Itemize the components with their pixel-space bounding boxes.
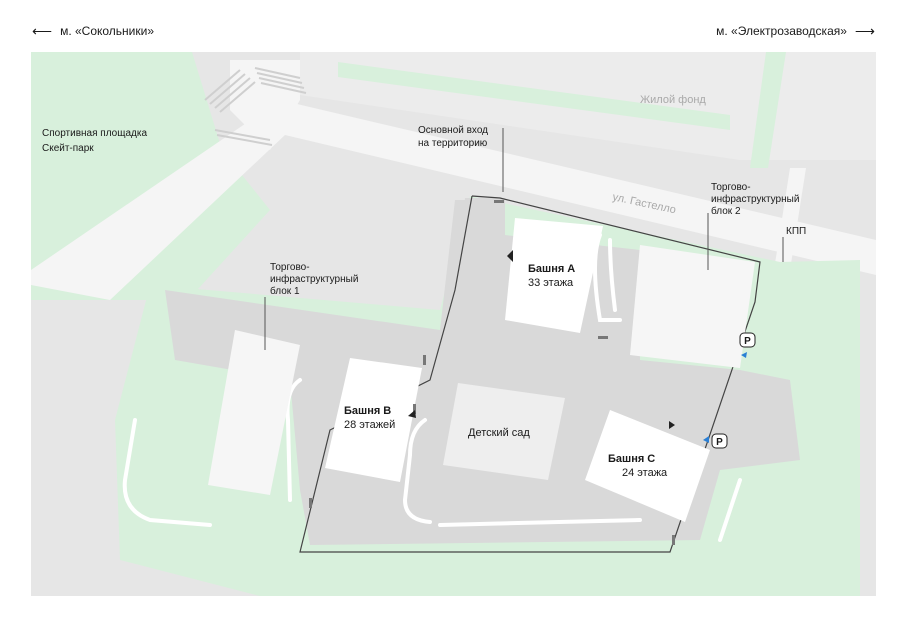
crosswalk-1 bbox=[204, 69, 256, 113]
direction-elektrozavodskaya: м. «Электрозаводская» ⟶ bbox=[716, 24, 875, 38]
trade-block-2-building bbox=[630, 245, 755, 368]
tower-a-building bbox=[505, 218, 603, 333]
gate-markers bbox=[309, 200, 675, 545]
tower-b-floors: 28 этажей bbox=[344, 419, 395, 431]
main-entrance-label-line1: Основной вход bbox=[418, 125, 488, 136]
direction-elektrozavodskaya-label: м. «Электрозаводская» bbox=[716, 24, 847, 38]
accent-marker-1 bbox=[741, 352, 747, 358]
residential-label: Жилой фонд bbox=[640, 94, 706, 106]
parking-icon-2: P bbox=[711, 433, 728, 449]
arrow-marker-c bbox=[669, 421, 675, 429]
arrow-right-icon: ⟶ bbox=[854, 23, 875, 39]
kindergarten-label: Детский сад bbox=[468, 427, 530, 439]
direction-sokolniki: ⟵ м. «Сокольники» bbox=[32, 24, 154, 38]
green-stripe bbox=[338, 62, 730, 130]
kindergarten-building bbox=[443, 383, 565, 480]
checkpoint-label: КПП bbox=[786, 226, 806, 237]
tower-c-name: Башня С bbox=[608, 453, 655, 465]
green-stripe-vertical bbox=[750, 52, 786, 168]
tower-b-building bbox=[325, 358, 422, 482]
parking-icon-1-label: P bbox=[744, 336, 751, 347]
trade-block-2-label-line2: инфраструктурный bbox=[711, 193, 799, 205]
tower-c-building bbox=[585, 410, 710, 522]
parking-icon-2-label: P bbox=[716, 437, 723, 448]
arrow-marker-b bbox=[408, 410, 416, 418]
crosswalk-3 bbox=[214, 129, 273, 146]
arrow-left-icon: ⟵ bbox=[32, 23, 53, 39]
walking-paths bbox=[122, 233, 742, 542]
tower-a-floors: 33 этажа bbox=[528, 277, 574, 289]
site-boundary bbox=[299, 195, 761, 553]
trade-block-1-label-line3: блок 1 bbox=[270, 285, 300, 297]
direction-sokolniki-label: м. «Сокольники» bbox=[60, 24, 155, 38]
trade-block-1-label-line2: инфраструктурный bbox=[270, 273, 358, 285]
trade-block-1-label-line1: Торгово- bbox=[270, 262, 310, 273]
tower-a-name: Башня А bbox=[528, 263, 575, 275]
arrow-marker-a bbox=[507, 250, 513, 262]
main-entrance-label-line2: на территорию bbox=[418, 138, 488, 149]
side-road bbox=[774, 168, 806, 270]
sport-label-line1: Спортивная площадка bbox=[42, 128, 147, 139]
trade-block-2-label-line1: Торгово- bbox=[711, 182, 751, 193]
trade-block-1-building bbox=[208, 330, 300, 495]
crosswalk-2 bbox=[254, 67, 307, 94]
sport-label-line2: Скейт-парк bbox=[42, 143, 94, 154]
gastello-road bbox=[31, 100, 876, 300]
tower-b-name: Башня В bbox=[344, 405, 391, 417]
accent-marker-2 bbox=[703, 436, 709, 443]
tower-c-floors: 24 этажа bbox=[622, 467, 668, 479]
trade-block-2-label-line3: блок 2 bbox=[711, 205, 741, 217]
parking-icon-1: P bbox=[739, 332, 756, 348]
